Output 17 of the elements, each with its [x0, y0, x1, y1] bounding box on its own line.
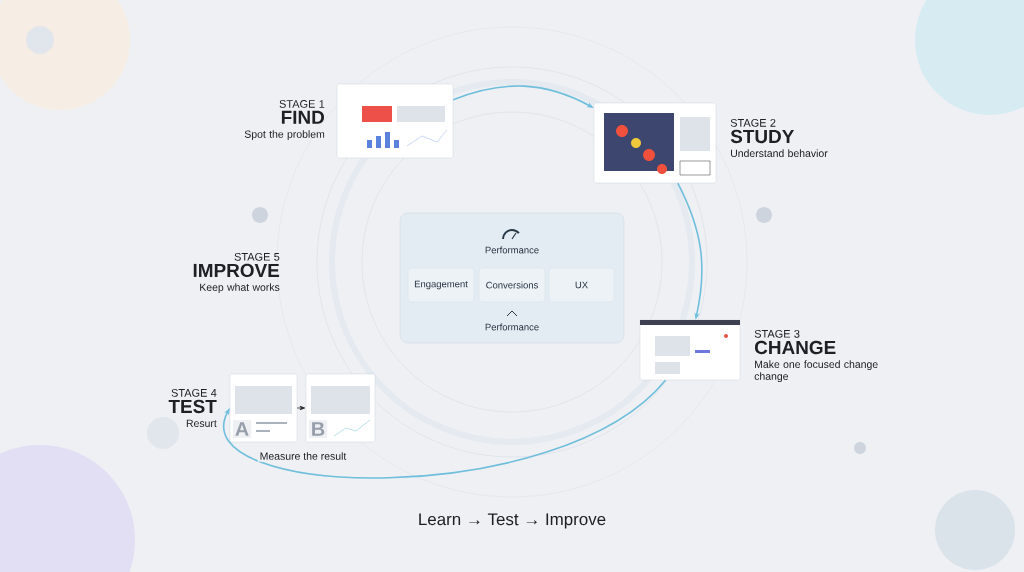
stage-text: STAGE 2 STUDY Understand behavior: [730, 119, 828, 157]
metric-box: Engagement: [407, 267, 475, 303]
metric-box: UX: [548, 267, 615, 303]
stage-text: STAGE 4 TEST Resurt: [168, 389, 217, 427]
page-screenshot: [639, 319, 741, 381]
tagline-text: Learn → Test → Improve: [415, 511, 609, 531]
stage-text: STAGE 5 IMPROVE Keep what works: [193, 252, 280, 294]
stage-text: STAGE 3 CHANGE Make one focused change change: [754, 330, 878, 382]
variant-b-screenshot: [305, 373, 376, 443]
arrow: [223, 379, 667, 479]
dashboard-screenshot: [336, 83, 454, 159]
metric-box: Conversions: [478, 267, 546, 303]
caption-text: Measure the result: [257, 450, 349, 462]
arrow: [296, 405, 306, 411]
variant-a-screenshot: [229, 373, 298, 443]
stage-text: STAGE 1 FIND Spot the problem: [244, 100, 325, 140]
heatmap-screenshot: [593, 102, 717, 184]
